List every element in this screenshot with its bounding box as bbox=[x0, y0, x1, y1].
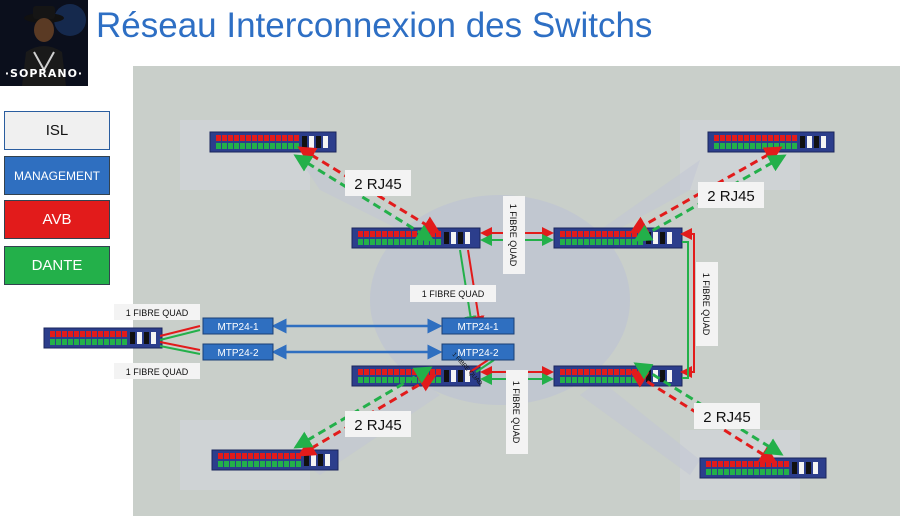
fibre-center-box bbox=[410, 285, 496, 302]
switch-center-left bbox=[351, 227, 481, 249]
switch-bottom-right bbox=[553, 365, 683, 387]
fibre-left-top-box bbox=[114, 304, 200, 320]
mtp-right-1-label: MTP24-1 bbox=[457, 322, 499, 333]
link-dante-left-2 bbox=[159, 345, 201, 355]
link-avb-left-2 bbox=[159, 341, 201, 351]
switch-top-left bbox=[209, 131, 337, 153]
fibre-right-label: 1 FIBRE QUAD bbox=[701, 273, 711, 336]
mtp-left-2 bbox=[202, 343, 274, 361]
mtp-left-1 bbox=[202, 317, 274, 335]
legend-avb: AVB bbox=[4, 200, 110, 239]
rj45-tr-box bbox=[698, 182, 764, 208]
link-dante-tl bbox=[293, 154, 435, 242]
mtp-left-2-label: MTP24-2 bbox=[217, 348, 259, 359]
rj45-bl-label: 2 RJ45 bbox=[354, 417, 402, 434]
mtp-nodes: MTP24-1 MTP24-2 MTP24-1 MTP24-2 bbox=[202, 317, 515, 361]
link-dante-left-1 bbox=[159, 329, 201, 341]
mtp-right-2 bbox=[441, 343, 515, 361]
mtp-right-2-label: MTP24-2 bbox=[457, 348, 499, 359]
legend-isl: ISL bbox=[4, 111, 110, 150]
rj45-tl-box bbox=[345, 170, 411, 196]
switch-bottom-center bbox=[351, 365, 481, 387]
switch-bottom-left bbox=[211, 449, 339, 471]
fibre-bottom-label: 1 FIBRE QUAD bbox=[511, 381, 521, 444]
link-dante-mtp bbox=[475, 359, 495, 373]
link-dante-right-isl bbox=[682, 241, 689, 379]
legend-dante: DANTE bbox=[4, 246, 110, 285]
switch-center-right bbox=[553, 227, 683, 249]
link-avb-left-1 bbox=[159, 325, 201, 337]
rj45-br-label: 2 RJ45 bbox=[703, 409, 751, 426]
rj45-labels: 2 RJ45 2 RJ45 2 RJ45 2 RJ45 bbox=[345, 170, 764, 437]
artist-photo-icon bbox=[0, 0, 88, 86]
switch-bottom-far-right bbox=[699, 457, 827, 479]
page-title: Réseau Interconnexion des Switchs bbox=[96, 6, 653, 45]
switch-top-right bbox=[707, 131, 835, 153]
mtp-right-1 bbox=[441, 317, 515, 335]
rj45-tl-label: 2 RJ45 bbox=[354, 176, 402, 193]
fibre-labels: 1 FIBRE QUAD 1 FIBRE QUAD 1 FIBRE QUAD 1… bbox=[114, 196, 718, 454]
rj45-bl-box bbox=[345, 411, 411, 437]
fibre-left-top-label: 1 FIBRE QUAD bbox=[126, 308, 189, 318]
rj45-br-box bbox=[694, 403, 760, 429]
fibre-left-bottom-box bbox=[114, 363, 200, 379]
fibre-right-box bbox=[696, 262, 718, 346]
logo-text: ·SOPRANO· bbox=[4, 67, 84, 80]
fibre-bottom-box bbox=[506, 370, 528, 454]
fibre-top-box bbox=[503, 196, 525, 274]
fibre-top-label: 1 FIBRE QUAD bbox=[508, 204, 518, 267]
artist-logo: ·SOPRANO· bbox=[0, 0, 88, 86]
legend-management: MANAGEMENT bbox=[4, 156, 110, 195]
fibre-left-bottom-label: 1 FIBRE QUAD bbox=[126, 367, 189, 377]
switch-left bbox=[43, 327, 163, 349]
rj45-tr-label: 2 RJ45 bbox=[707, 188, 755, 205]
link-avb-mtp bbox=[469, 359, 489, 373]
fibre-center-label: 1 FIBRE QUAD bbox=[422, 289, 485, 299]
mtp-left-1-label: MTP24-1 bbox=[217, 322, 259, 333]
